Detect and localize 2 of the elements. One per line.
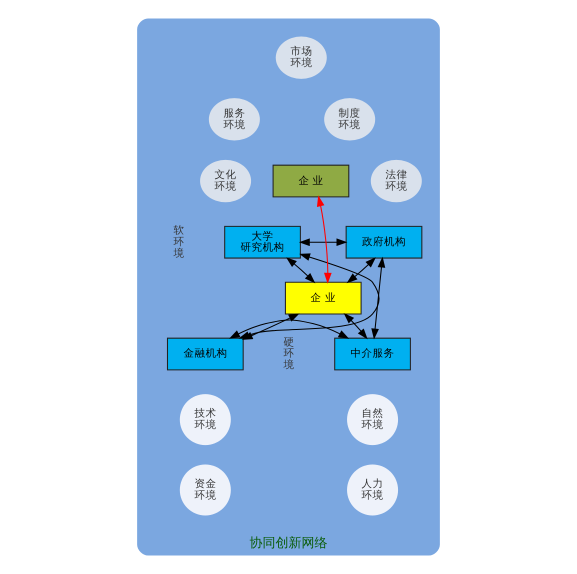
label: 硬环境 xyxy=(283,336,294,372)
label: 软环境 xyxy=(173,224,184,260)
